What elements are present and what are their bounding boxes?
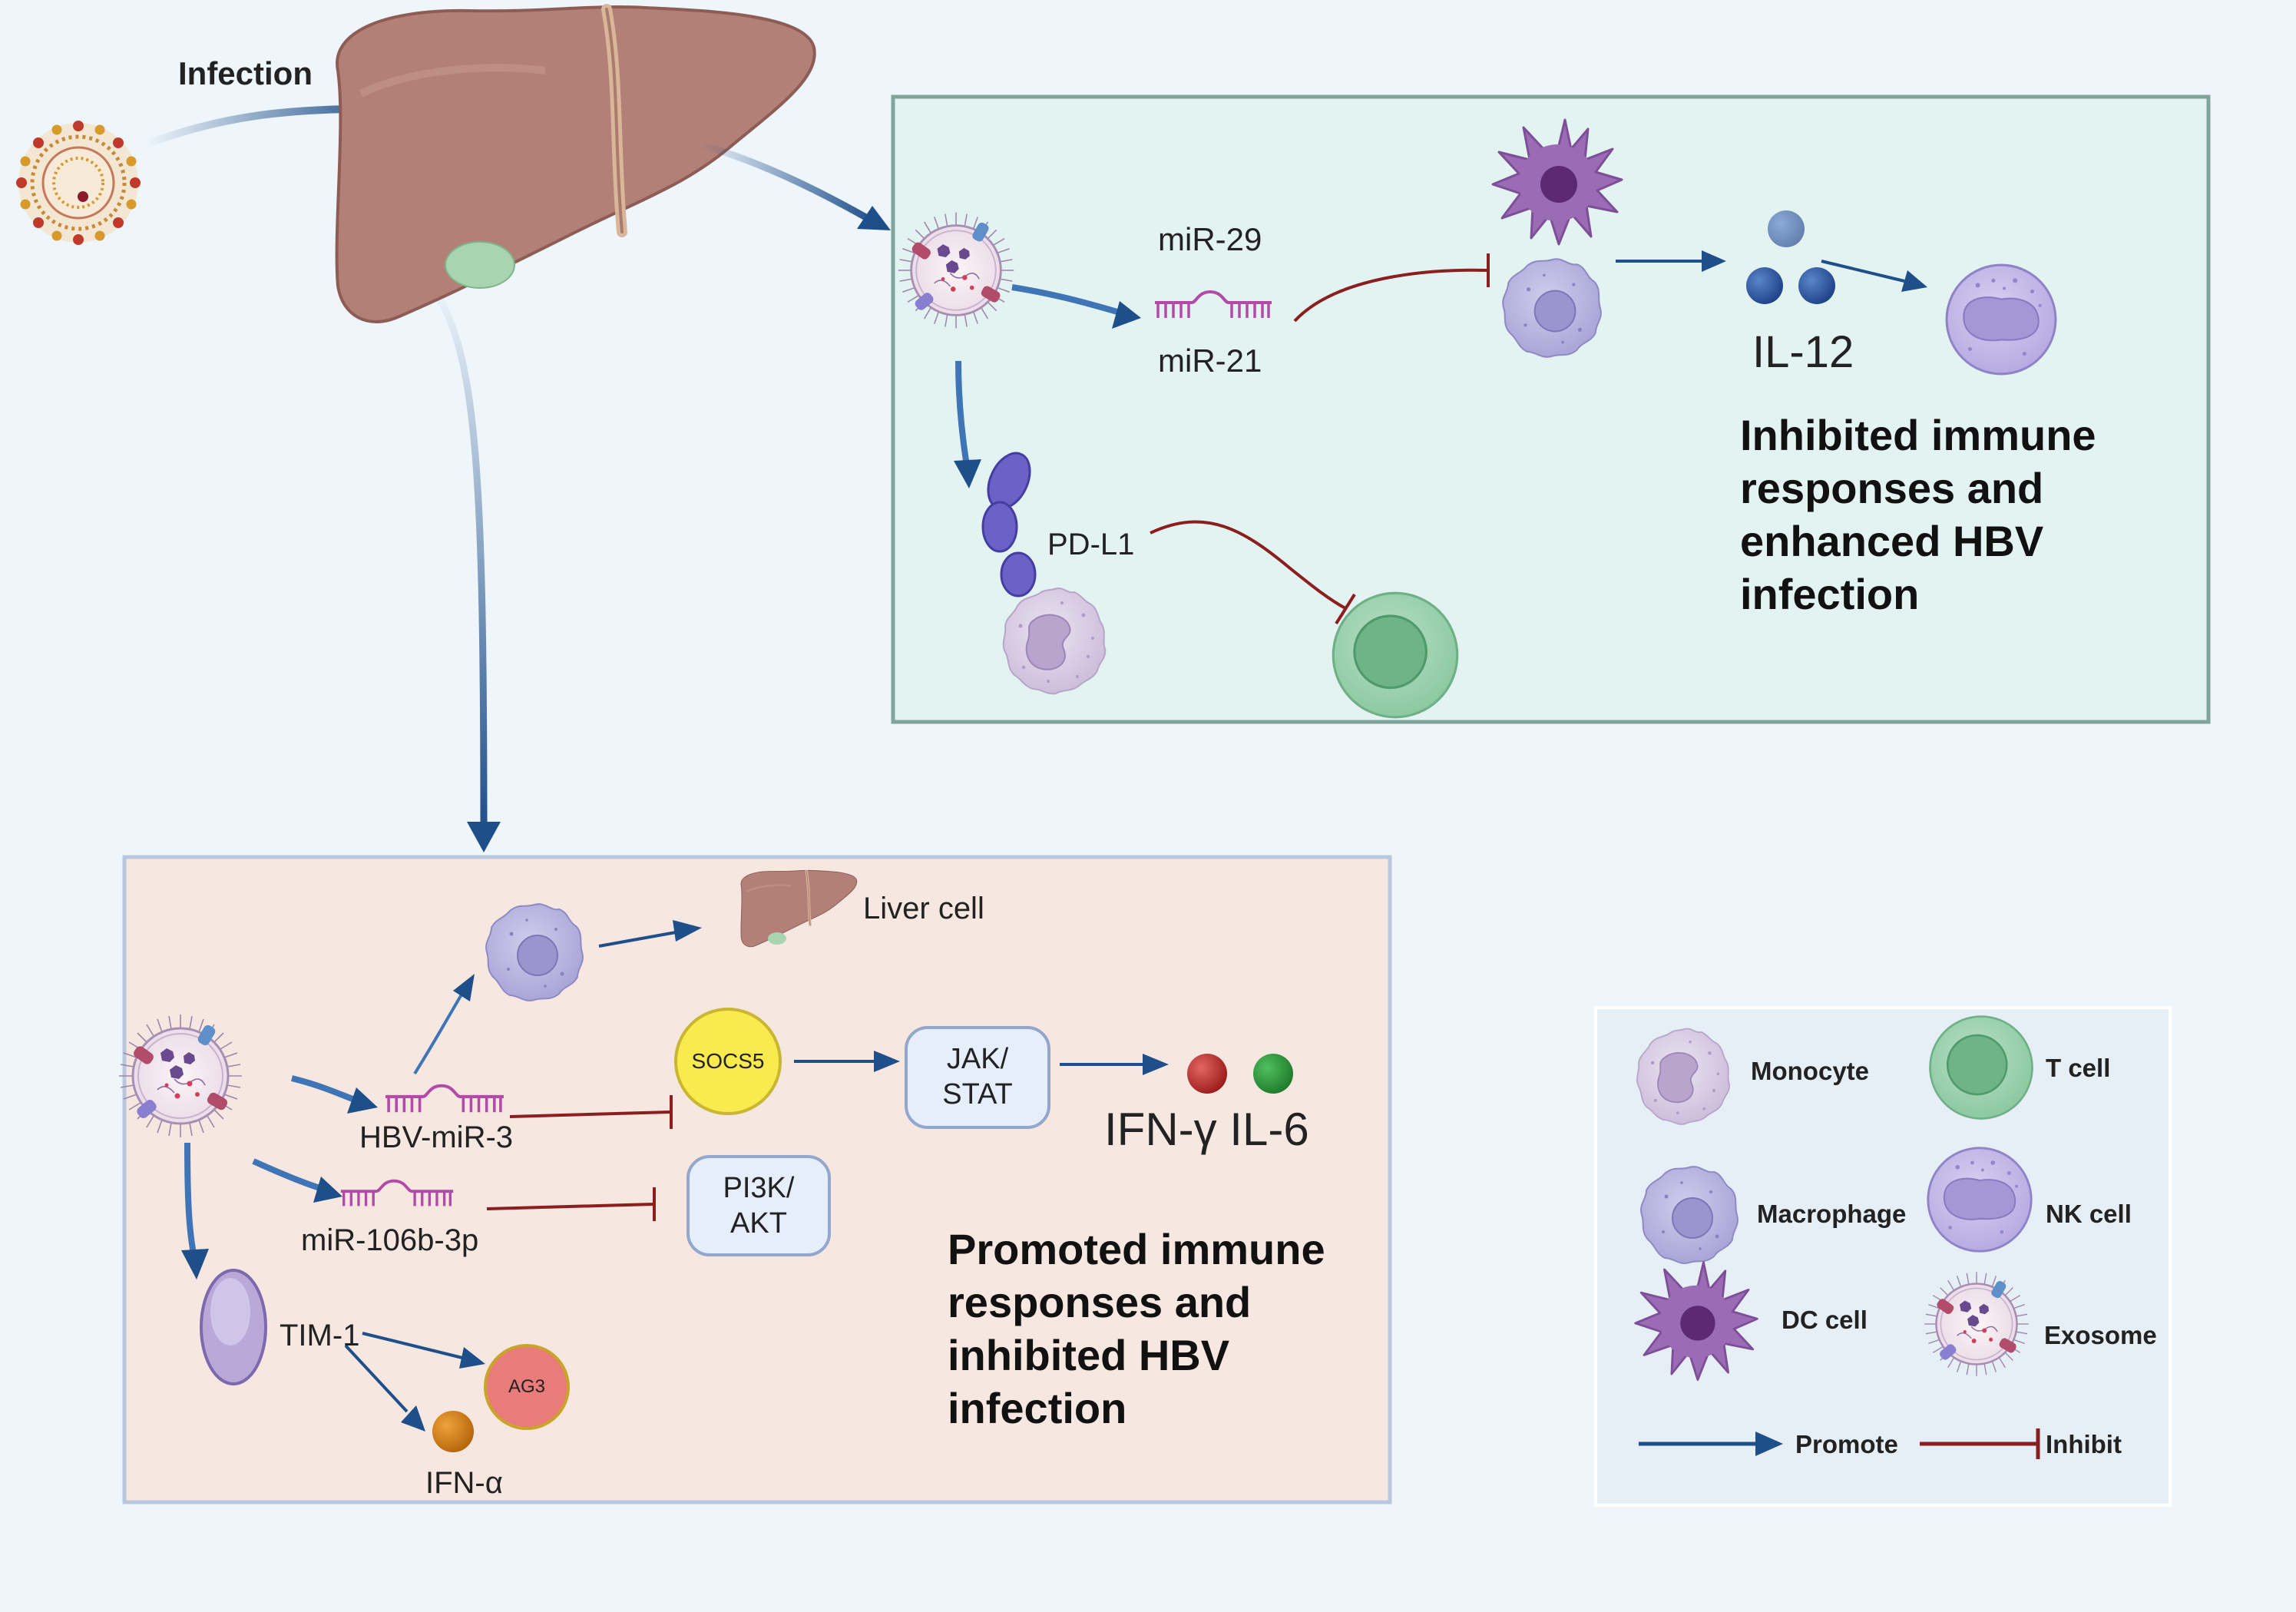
mir29-label: miR-29	[1158, 221, 1262, 257]
legend-macrophage-label: Macrophage	[1757, 1200, 1907, 1228]
upper-title-line-3: enhanced HBV	[1740, 517, 2044, 565]
pdl1-protein-icon	[981, 452, 1037, 597]
mir106b-inhibit-pi3k	[486, 1203, 653, 1210]
jak-stat-node	[905, 1026, 1050, 1129]
legend-monocyte-icon	[1636, 1028, 1730, 1125]
mir21-label: miR-21	[1158, 343, 1262, 379]
lower-macrophage-icon	[485, 903, 584, 1001]
upper-nk-cell-icon	[1945, 263, 2057, 376]
lower-title-line-3: inhibited HBV	[948, 1331, 1230, 1379]
upper-t-cell-icon	[1332, 591, 1459, 719]
lower-panel-title: Promoted immune responses and inhibited …	[948, 1223, 1325, 1435]
pdl1-inhibit-tcell	[1150, 520, 1346, 610]
legend-macrophage-icon	[1640, 1166, 1739, 1264]
ifn-alpha-ball-icon	[432, 1411, 474, 1452]
legend-inhibit-label: Inhibit	[2046, 1430, 2122, 1458]
il12-label: IL-12	[1752, 327, 1854, 377]
upper-exosome-icon	[897, 211, 1015, 329]
lower-title-line-4: infection	[948, 1384, 1127, 1432]
mirna-inhibit-macrophage	[1293, 268, 1487, 323]
lower-exosome-icon	[117, 1013, 243, 1139]
ifn-gamma-ball-icon	[1187, 1054, 1227, 1094]
liver-cell-icon	[739, 869, 859, 948]
liver-to-upper-arrow	[697, 141, 878, 226]
upper-monocyte-icon	[1002, 588, 1107, 695]
infection-label: Infection	[178, 55, 313, 91]
pi3k-akt-label: PI3K/ AKT	[688, 1170, 829, 1241]
mir3-inhibit-socs5	[509, 1111, 670, 1118]
il6-ball-icon	[1253, 1054, 1293, 1094]
jak-stat-line-1: JAK/	[946, 1043, 1009, 1075]
upper-panel-title: Inhibited immune responses and enhanced …	[1740, 409, 2096, 621]
jak-stat-line-2: STAT	[942, 1078, 1013, 1111]
hbv-virus-icon	[16, 121, 141, 245]
jak-stat-label: JAK/ STAT	[906, 1041, 1049, 1112]
tim1-label: TIM-1	[280, 1319, 360, 1352]
socs5-node	[674, 1008, 782, 1115]
pdl1-label: PD-L1	[1047, 528, 1135, 561]
legend-t-cell-icon	[1929, 1015, 2033, 1120]
legend-t-cell-label: T cell	[2046, 1054, 2111, 1082]
ifn-il6-label: IFN-γ IL-6	[1104, 1104, 1309, 1155]
mir106b-label: miR-106b-3p	[301, 1223, 479, 1257]
tim1-protein-icon	[200, 1269, 267, 1385]
legend-monocyte-label: Monocyte	[1751, 1057, 1870, 1085]
legend-dc-cell-label: DC cell	[1782, 1306, 1868, 1334]
legend-promote-label: Promote	[1795, 1430, 1898, 1458]
upper-title-line-2: responses and	[1740, 464, 2044, 512]
pi3k-akt-node	[686, 1155, 831, 1256]
liver-organ-icon	[337, 7, 815, 322]
liver-cell-label: Liver cell	[863, 892, 984, 925]
ag3-node	[484, 1344, 570, 1430]
hbv-mir3-label: HBV-miR-3	[359, 1120, 514, 1154]
liver-to-lower-arrow	[427, 282, 488, 830]
ag3-label: AG3	[508, 1376, 546, 1397]
il12-molecules-icon	[1746, 210, 1835, 304]
ifn-alpha-label: IFN-α	[425, 1466, 503, 1500]
legend-nk-cell-label: NK cell	[2046, 1200, 2132, 1228]
upper-title-line-4: infection	[1740, 570, 1920, 618]
socs5-label: SOCS5	[691, 1049, 765, 1073]
legend-exosome-label: Exosome	[2044, 1321, 2157, 1349]
pi3k-akt-line-2: AKT	[730, 1207, 787, 1240]
upper-macrophage-icon	[1502, 258, 1602, 358]
lower-title-line-2: responses and	[948, 1278, 1252, 1326]
legend-nk-cell-icon	[1927, 1147, 2033, 1253]
lower-title-line-1: Promoted immune	[948, 1225, 1325, 1273]
upper-title-line-1: Inhibited immune	[1740, 411, 2096, 459]
pi3k-akt-line-1: PI3K/	[723, 1172, 795, 1204]
